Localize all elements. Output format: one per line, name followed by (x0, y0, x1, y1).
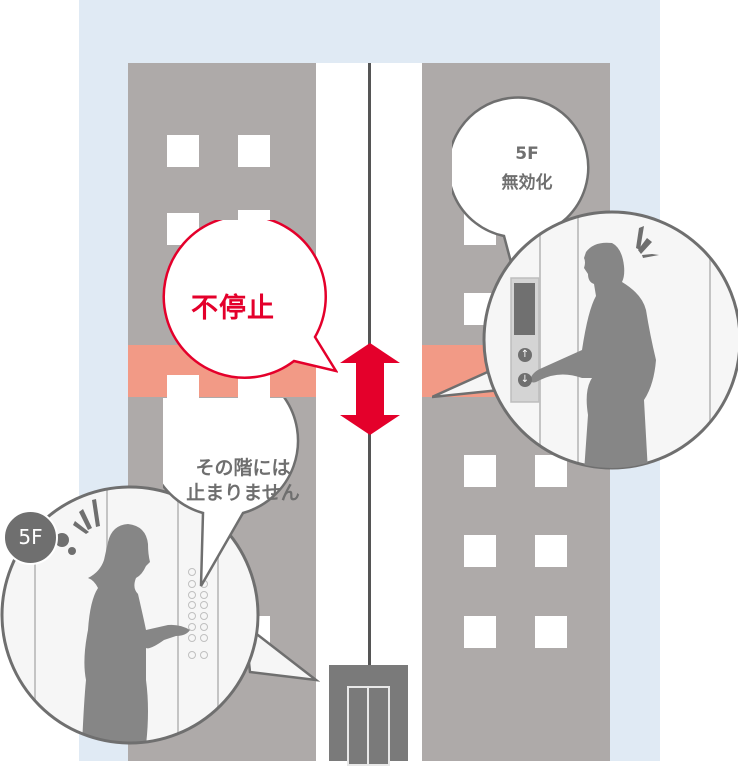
admin-scene-circle: ↑ ↓ (432, 210, 738, 475)
window (464, 455, 496, 487)
window (464, 535, 496, 567)
window (535, 455, 567, 487)
call-down-button[interactable]: ↓ (518, 373, 532, 387)
window (535, 616, 567, 648)
window (464, 616, 496, 648)
disabled-floor-number: 5F (515, 144, 539, 164)
no-stop-line1: その階には (195, 457, 291, 479)
disabled-floor-bubble: 5F 無効化 (452, 96, 602, 266)
no-stop-message-bubble: その階には 止まりません (163, 398, 323, 588)
disabled-label: 無効化 (501, 173, 553, 193)
arrow-down-icon: ↓ (520, 374, 530, 385)
nonstop-label: 不停止 (191, 293, 275, 324)
nonstop-bubble: 不停止 (158, 220, 338, 380)
alert-marks (636, 226, 659, 258)
floor-thought-label: 5F (18, 525, 43, 549)
passenger-scene-circle (0, 480, 320, 750)
call-up-button[interactable]: ↑ (518, 348, 532, 362)
window (238, 135, 270, 167)
up-down-arrow-icon (340, 343, 400, 435)
window (535, 535, 567, 567)
elevator-door-right (367, 686, 390, 766)
window (167, 135, 199, 167)
elevator-car (329, 665, 408, 766)
elevator-door-left (347, 686, 369, 766)
arrow-up-icon: ↑ (520, 349, 530, 360)
no-stop-line2: 止まりません (186, 482, 300, 504)
floor-thought-badge: 5F (3, 510, 58, 565)
